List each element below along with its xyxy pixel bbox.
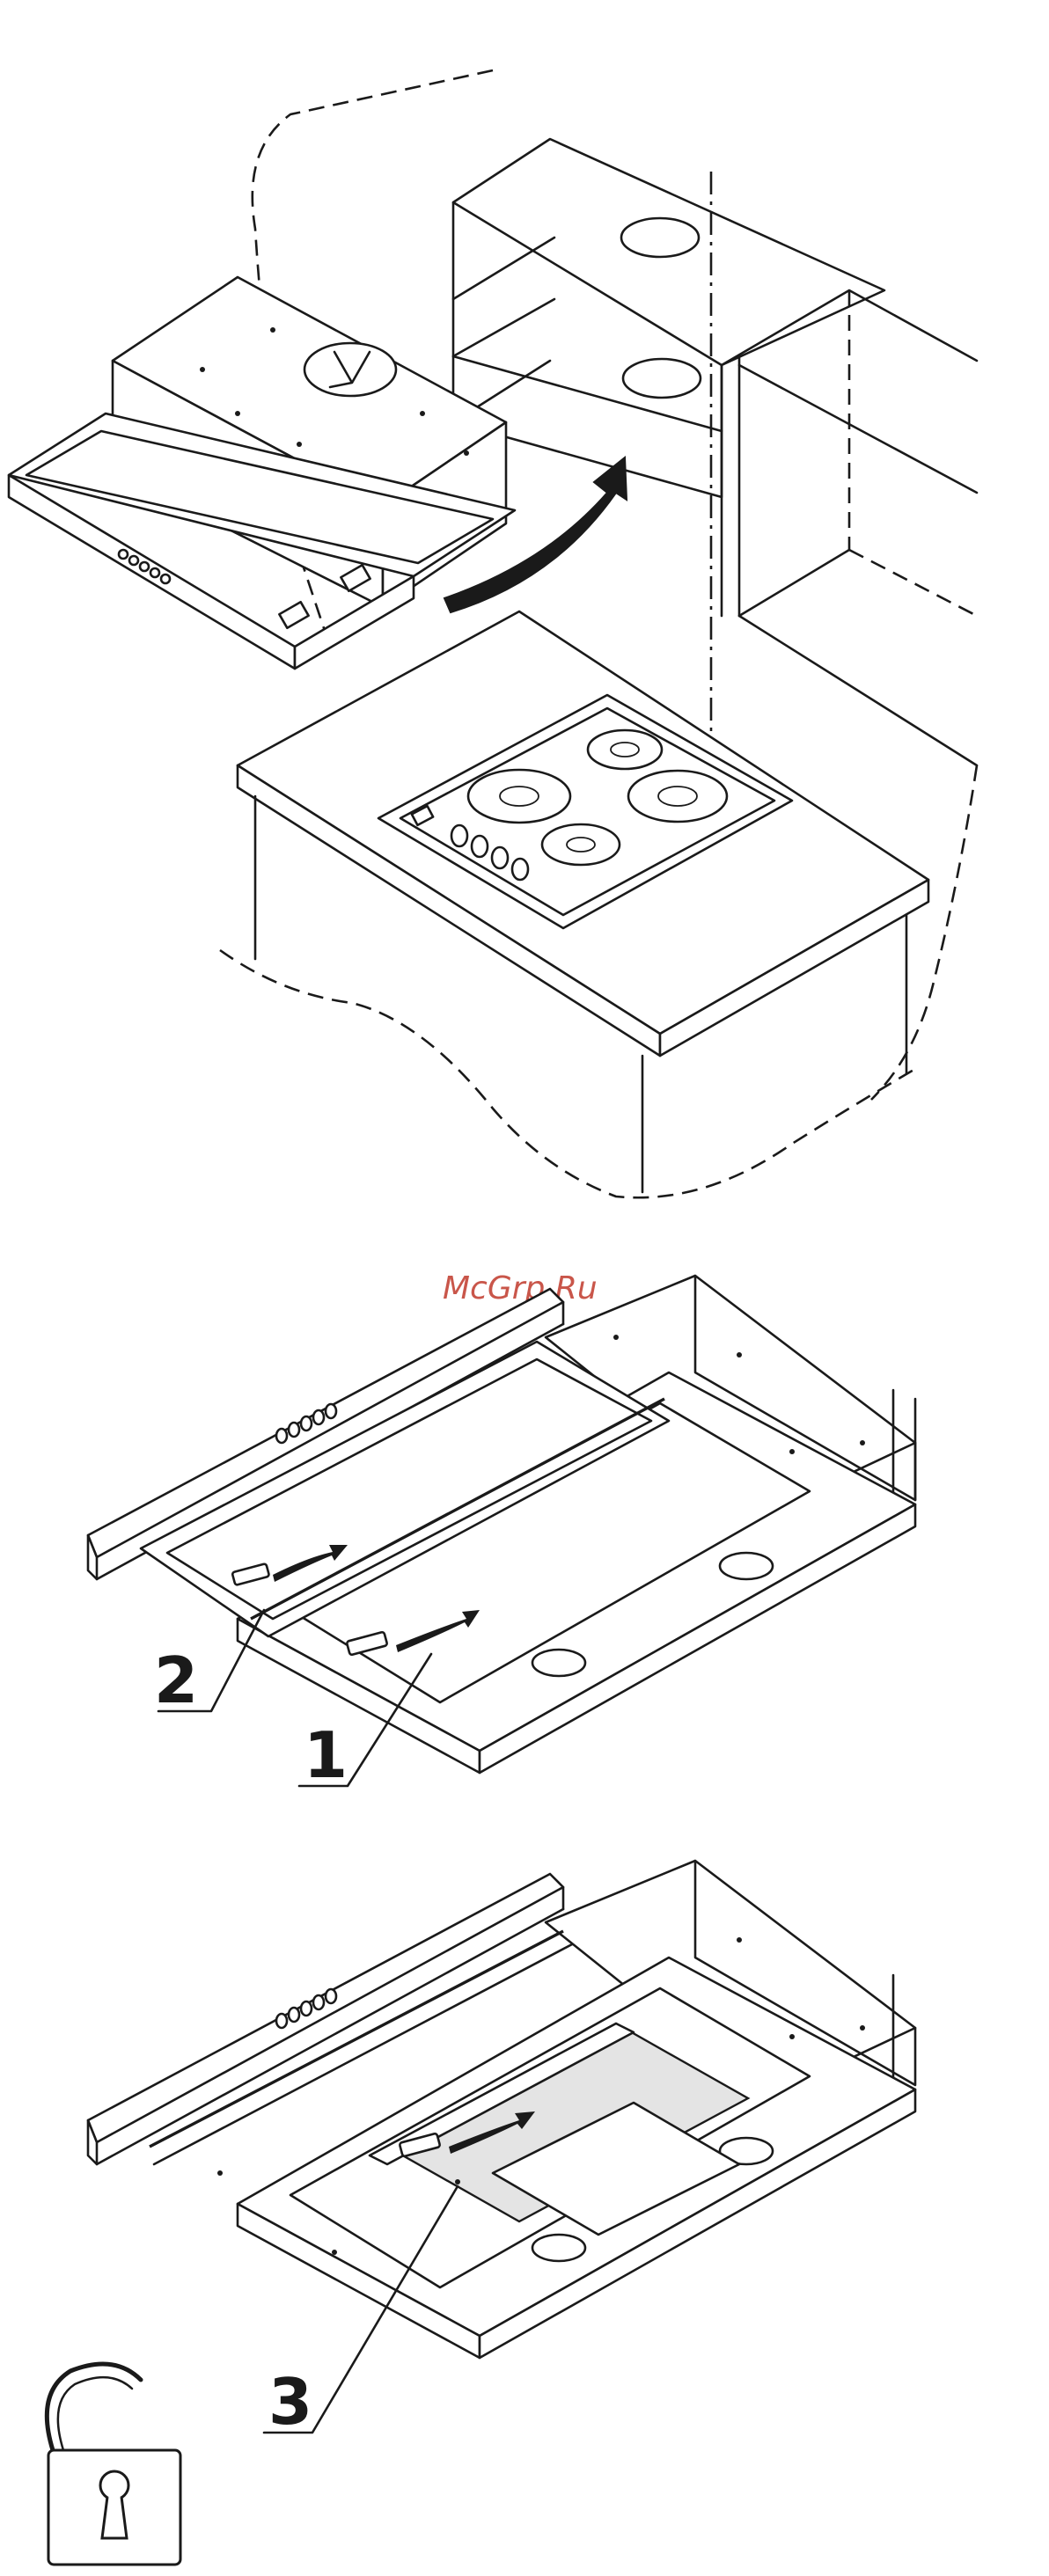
watermark-text: McGrp.Ru (443, 1270, 598, 1306)
vent-hole-left (532, 1650, 585, 1676)
cooker-hood (9, 277, 515, 669)
callout-number-3: 3 (268, 2365, 312, 2439)
hob-burner-right (628, 771, 727, 822)
callout-number-1: 1 (304, 1718, 348, 1792)
hob-burner-top (588, 730, 662, 769)
unlocked-padlock-icon (47, 2364, 180, 2565)
vent-hole-right (720, 1553, 773, 1579)
figure-inner-panel-removal: 3 (88, 1861, 915, 2439)
callout-number-2: 2 (154, 1643, 198, 1717)
duct-opening-middle (623, 359, 701, 398)
hob-burner-large-left (468, 770, 570, 823)
right-boundary-dashed (871, 765, 977, 1100)
hood-fan-opening (304, 343, 396, 396)
vent-hole-left-3 (532, 2235, 585, 2261)
duct-opening-top (621, 218, 699, 257)
figure-filter-removal: 2 1 (88, 1276, 915, 1792)
figure-kitchen-installation (9, 70, 977, 1197)
hob-burner-front (542, 824, 620, 865)
